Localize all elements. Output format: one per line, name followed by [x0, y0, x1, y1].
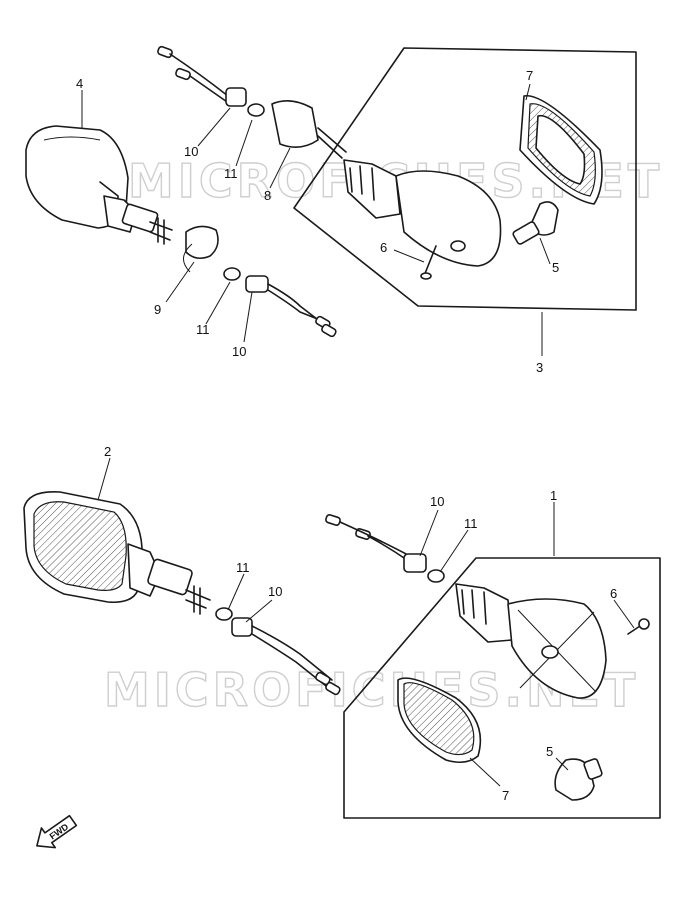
callout-11-right: 11: [464, 516, 478, 531]
callout-4: 4: [76, 76, 83, 91]
callout-7-top: 7: [526, 68, 533, 83]
callouts-bottom: 2 10 11 1 11 10 6 5 7: [104, 444, 617, 803]
callouts-top: 4 10 11 8 7 6 5 3 9 11 10: [76, 68, 559, 375]
callout-10-lower: 10: [232, 344, 246, 359]
callout-1: 1: [550, 488, 557, 503]
callout-11-left: 11: [236, 560, 250, 575]
bottom-assembly: [23, 491, 661, 819]
callout-10-upper: 10: [184, 144, 198, 159]
callout-6-bottom: 6: [610, 586, 617, 601]
callout-2: 2: [104, 444, 111, 459]
callout-11-lower: 11: [196, 322, 210, 337]
lower-wiring: [325, 514, 445, 583]
callout-6-top: 6: [380, 240, 387, 255]
callout-10-left: 10: [268, 584, 282, 599]
upper-wiring: [157, 45, 347, 159]
callout-5-top: 5: [552, 260, 559, 275]
top-assembly: [25, 45, 637, 338]
lens-part-4: [25, 125, 337, 338]
callout-10-right: 10: [430, 494, 444, 509]
fwd-arrow-icon: FWD: [36, 814, 78, 849]
box-assembly-3: [293, 47, 637, 311]
lens-part-2: [23, 491, 341, 696]
callout-11-upper: 11: [224, 166, 238, 181]
callout-3: 3: [536, 360, 543, 375]
callout-5-bottom: 5: [546, 744, 553, 759]
callout-9: 9: [154, 302, 161, 317]
box-assembly-1: [343, 557, 661, 819]
leader-lines: [81, 83, 635, 787]
callout-7-bottom: 7: [502, 788, 509, 803]
callout-8: 8: [264, 188, 271, 203]
